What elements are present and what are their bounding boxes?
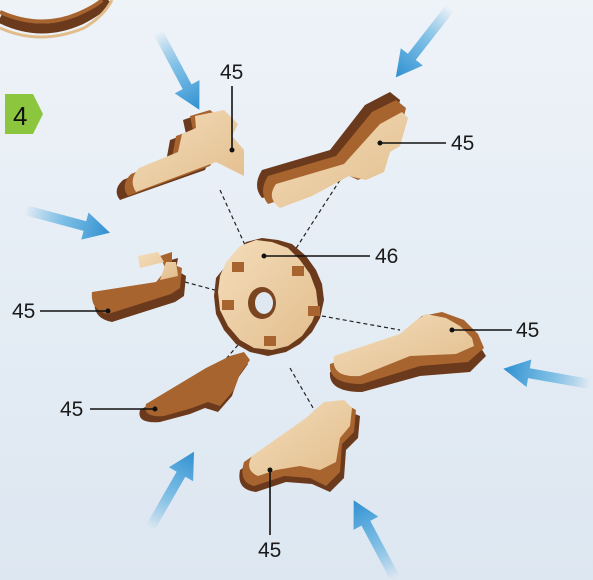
label-part-bottom-left: 45 xyxy=(60,398,83,421)
part-45-right xyxy=(330,312,486,392)
arrow-top-left xyxy=(146,25,212,116)
label-part-bottom: 45 xyxy=(258,539,281,562)
previous-step-ring xyxy=(0,0,112,37)
arrow-right xyxy=(501,355,593,398)
arrow-bottom-right xyxy=(341,494,407,580)
part-45-top-right xyxy=(257,92,408,208)
part-45-top-left xyxy=(117,110,244,200)
part-45-bottom xyxy=(239,400,360,492)
label-part-top-right: 45 xyxy=(451,132,474,155)
arrow-bottom-left xyxy=(138,445,206,535)
label-part-left: 45 xyxy=(12,300,35,323)
part-45-bottom-left xyxy=(139,352,250,422)
step-number: 4 xyxy=(13,101,27,131)
label-part-top-left: 45 xyxy=(220,61,243,84)
arrow-left xyxy=(21,196,113,246)
step-badge: 4 xyxy=(5,94,43,134)
label-part-hub: 46 xyxy=(375,245,398,268)
label-part-right: 45 xyxy=(516,319,539,342)
arrow-top-right xyxy=(385,0,461,86)
